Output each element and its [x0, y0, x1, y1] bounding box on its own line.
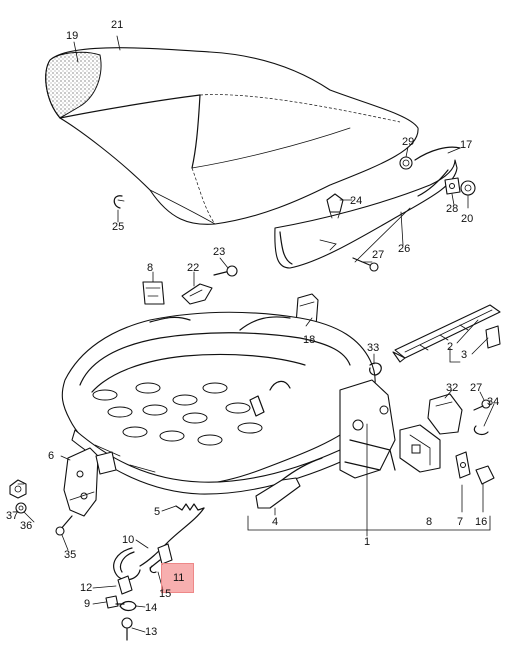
part-label-26: 26: [398, 243, 411, 255]
washer: [15, 502, 27, 514]
part-label-23: 23: [213, 246, 226, 258]
wire-clip: [473, 425, 489, 436]
part-label-32: 32: [446, 382, 459, 394]
part-label-8-upper: 8: [147, 262, 154, 274]
part-label-18: 18: [303, 334, 316, 346]
tension-spring: [175, 503, 205, 511]
part-label-1: 1: [364, 536, 371, 548]
part-label-4: 4: [272, 516, 279, 528]
ring-clip: [113, 195, 125, 209]
pull-wire: [113, 507, 205, 581]
part-label-5: 5: [154, 506, 161, 518]
adjust-lever: [255, 457, 323, 509]
cable-clip: [117, 575, 133, 595]
part-label-15: 15: [159, 588, 172, 600]
part-label-37: 37: [6, 510, 19, 522]
part-label-25: 25: [112, 221, 125, 233]
part-label-19: 19: [66, 30, 79, 42]
part-label-12: 12: [80, 582, 93, 594]
fasteners-upper: [326, 177, 476, 219]
part-label-28: 28: [446, 203, 459, 215]
part-label-8-lower: 8: [426, 516, 433, 528]
leader-lines: [17, 35, 495, 633]
stop-part: [475, 465, 495, 485]
part-label-29: 29: [402, 136, 415, 148]
side-bracket: [63, 447, 117, 517]
part-label-34: 34: [487, 396, 500, 408]
mount-bracket: [399, 424, 441, 473]
part-label-20: 20: [461, 213, 474, 225]
part-label-16: 16: [475, 516, 488, 528]
part-label-35: 35: [64, 549, 77, 561]
hose-clip: [119, 600, 137, 612]
part-label-17: 17: [460, 139, 473, 151]
part-label-22: 22: [187, 262, 200, 274]
screw-upper: [352, 257, 379, 272]
spring-clip: [369, 362, 382, 376]
small-clips: [142, 265, 238, 305]
bolt: [55, 515, 73, 536]
rail-clip: [485, 325, 501, 349]
part-label-2: 2: [447, 341, 454, 353]
part-label-7: 7: [457, 516, 464, 528]
screw-right: [473, 399, 491, 411]
highlighted-part-box: [161, 563, 194, 593]
part-label-10: 10: [122, 534, 135, 546]
part-label-21: 21: [111, 19, 124, 31]
cover-cap: [427, 393, 463, 435]
part-label-9: 9: [84, 598, 91, 610]
trim-panel: [274, 159, 458, 269]
part-label-11: 11: [173, 572, 185, 584]
part-label-27-upper: 27: [372, 249, 385, 261]
part-label-36: 36: [20, 520, 33, 532]
part-label-33: 33: [367, 342, 380, 354]
part-label-6: 6: [48, 450, 55, 462]
seat-frame: [61, 311, 396, 495]
part-label-3: 3: [461, 349, 468, 361]
spacer-part: [455, 451, 471, 479]
bottom-screw: [121, 617, 133, 641]
part-label-27-lower: 27: [470, 382, 483, 394]
part-label-24: 24: [350, 195, 363, 207]
release-cable: [399, 146, 461, 197]
catch-pin: [149, 543, 173, 574]
nut: [9, 479, 27, 499]
retainer: [105, 595, 125, 609]
seat-cushion: [45, 47, 419, 225]
seat-rail: [392, 304, 501, 363]
part-label-14: 14: [145, 602, 158, 614]
part-label-13: 13: [145, 626, 158, 638]
